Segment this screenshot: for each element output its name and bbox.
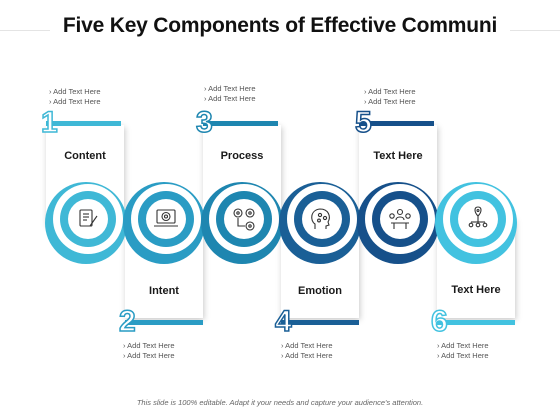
step-number-1: 1: [40, 106, 58, 139]
card-label-emotion: Emotion: [298, 285, 342, 297]
bullets-step-1: Add Text Here Add Text Here: [49, 87, 100, 107]
bullet-item: Add Text Here: [364, 87, 415, 97]
gears-process-icon: [233, 208, 255, 231]
bullets-step-3: Add Text Here Add Text Here: [204, 84, 255, 104]
card-label-process: Process: [220, 150, 264, 162]
card-label-step-6: Text Here: [451, 284, 501, 296]
step-number-3: 3: [195, 106, 213, 139]
bullet-item: Add Text Here: [204, 94, 255, 104]
bullet-item: Add Text Here: [437, 341, 488, 351]
accent-bar-3: [203, 121, 278, 126]
slide-title: Five Key Components of Effective Communi: [62, 14, 498, 37]
bullet-item: Add Text Here: [123, 351, 174, 361]
bullet-item: Add Text Here: [49, 87, 100, 97]
accent-bar-6: [437, 320, 515, 325]
title-rule-left: [0, 30, 50, 31]
accent-bar-1: [46, 121, 121, 126]
step-number-4: 4: [274, 305, 292, 338]
bullets-step-5: Add Text Here Add Text Here: [364, 87, 415, 107]
bullet-item: Add Text Here: [204, 84, 255, 94]
accent-bar-5: [359, 121, 434, 126]
bullets-step-4: Add Text Here Add Text Here: [281, 341, 332, 361]
accent-bar-4: [281, 320, 359, 325]
title-rule-right: [510, 30, 560, 31]
team-meeting-icon: [389, 208, 411, 229]
footer-note: This slide is 100% editable. Adapt it yo…: [136, 398, 424, 407]
step-number-5: 5: [354, 106, 372, 139]
document-pen-icon: [79, 209, 98, 227]
accent-bar-2: [125, 320, 203, 325]
card-label-intent: Intent: [149, 285, 179, 297]
step-number-2: 2: [118, 305, 136, 338]
card-label-content: Content: [64, 150, 106, 162]
bullet-item: Add Text Here: [364, 97, 415, 107]
bullet-item: Add Text Here: [123, 341, 174, 351]
bullet-item: Add Text Here: [49, 97, 100, 107]
bullet-item: Add Text Here: [281, 351, 332, 361]
bullet-item: Add Text Here: [437, 351, 488, 361]
network-location-icon: [468, 206, 488, 228]
bullets-step-2: Add Text Here Add Text Here: [123, 341, 174, 361]
head-emotion-icon: [311, 208, 330, 229]
step-number-6: 6: [430, 305, 448, 338]
laptop-target-icon: [154, 209, 178, 227]
bullet-item: Add Text Here: [281, 341, 332, 351]
bullets-step-6: Add Text Here Add Text Here: [437, 341, 488, 361]
card-label-step-5: Text Here: [373, 150, 423, 162]
